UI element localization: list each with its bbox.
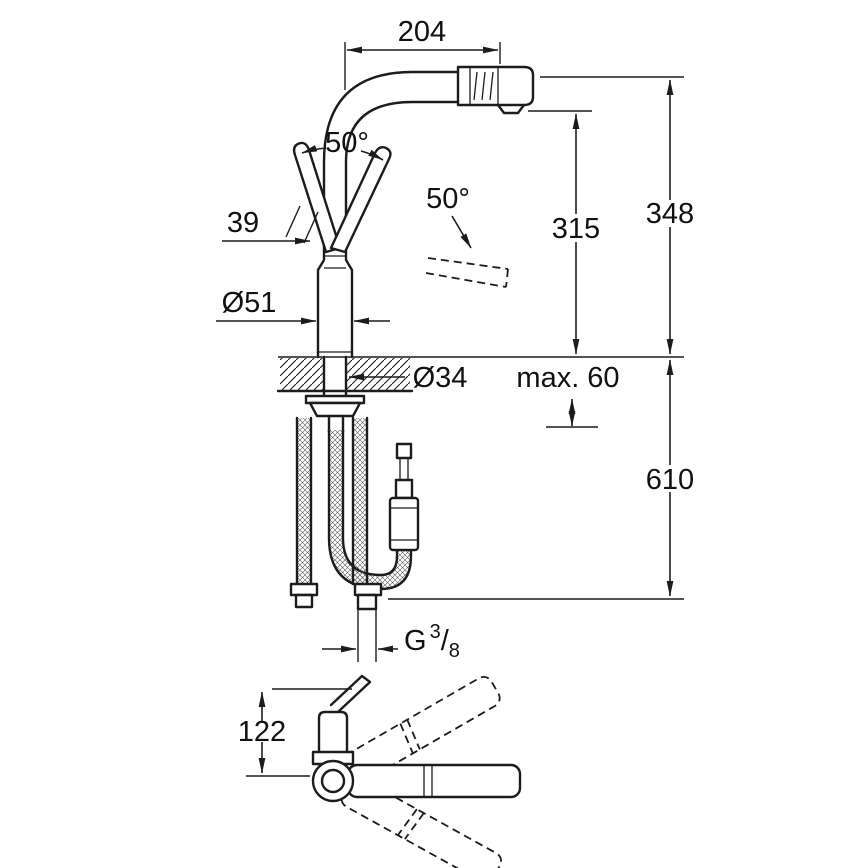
left-hose-thread — [294, 593, 314, 609]
head-up-ticks — [399, 719, 421, 754]
mounting-nut — [308, 401, 362, 418]
dim-34-hole-diameter: Ø34 — [348, 362, 468, 394]
label-204: 204 — [398, 16, 446, 48]
dim-50-swing: 50° — [301, 127, 384, 161]
g38-numerator: 3 — [430, 621, 441, 643]
side-profile-solid — [311, 674, 522, 803]
dim-204-spout-reach: 204 — [344, 16, 501, 90]
left-hose-outline — [295, 416, 313, 586]
g38-slash: / — [441, 625, 450, 657]
shank-lines — [322, 355, 348, 398]
left-hose-fitting — [289, 582, 319, 597]
side-body-column — [317, 710, 349, 764]
side-head-joint-lines — [423, 765, 433, 797]
spray-release-tab — [496, 103, 526, 115]
valve-cap-lines — [390, 507, 418, 541]
label-max-60: max. 60 — [516, 362, 619, 394]
spray-grip-texture — [473, 71, 494, 101]
dim-50-side-swing: 50° — [426, 183, 472, 249]
spray-hose-texture — [329, 430, 411, 589]
counter-hatch-left — [280, 358, 324, 390]
valve-connector — [394, 478, 414, 500]
faucet-body — [316, 65, 535, 359]
valve-stem — [399, 458, 409, 480]
dim-50-arc-left — [301, 144, 327, 154]
head-down-ticks — [397, 808, 425, 840]
spray-head-joints — [457, 67, 499, 105]
swivel-joint-inner — [320, 768, 346, 794]
supply-hoses — [289, 416, 383, 611]
right-hose-outline — [351, 416, 369, 586]
dim-max-60: max. 60 — [516, 362, 620, 428]
g38-letter: G — [404, 625, 427, 657]
dim-348-total-height: 348 — [540, 76, 694, 355]
body-outline-right — [344, 100, 460, 359]
valve-body — [388, 496, 420, 552]
faucet-side-view: 122 — [238, 674, 522, 868]
dim-122-extension-lines — [246, 688, 352, 777]
label-50-top: 50° — [325, 127, 369, 159]
right-hose-thread — [356, 593, 378, 611]
side-spray-head — [346, 763, 522, 799]
lever-position-right — [329, 145, 392, 254]
right-hose-texture — [353, 418, 367, 584]
right-hose-fitting — [353, 582, 383, 597]
hose-connection-lines — [327, 414, 345, 434]
left-hose-texture — [297, 418, 311, 584]
dim-51-body-diameter: Ø51 — [216, 287, 390, 325]
valve-top-piece — [395, 442, 413, 460]
dim-50-arc-right — [360, 149, 384, 161]
label-50-side: 50° — [426, 183, 470, 215]
dim-50-side-leader — [451, 215, 472, 249]
check-valve-assembly — [388, 442, 420, 552]
spray-hose-inner — [341, 428, 399, 577]
lever-position-side-dashed — [425, 257, 509, 288]
label-348: 348 — [646, 198, 694, 230]
faucet-front-view: 204 50° 50° 39 Ø51 Ø34 — [216, 16, 694, 662]
handle-collar-lines — [324, 255, 346, 269]
g38-denominator: 8 — [449, 640, 460, 662]
label-315: 315 — [552, 213, 600, 245]
dim-610-hose-drop: 610 — [388, 359, 694, 600]
dim-204-extension-lines — [344, 42, 501, 90]
dim-g38-extension-lines — [357, 610, 377, 662]
lever-position-left — [292, 141, 342, 254]
mounting-hardware — [304, 355, 366, 434]
body-outline-left — [316, 70, 460, 359]
dim-122-head-height: 122 — [238, 688, 352, 777]
counter-hatch-right — [346, 358, 410, 390]
mounting-washer — [304, 394, 366, 405]
label-122: 122 — [238, 716, 286, 748]
counter-section — [276, 356, 684, 393]
spray-head — [456, 65, 535, 107]
dim-39-handle: 39 — [222, 205, 319, 245]
label-dia-34: Ø34 — [413, 362, 468, 394]
side-lever — [329, 674, 372, 713]
dim-315-height: 315 — [528, 110, 600, 355]
label-610: 610 — [646, 464, 694, 496]
handle-levers — [292, 141, 509, 288]
label-39: 39 — [227, 207, 259, 239]
label-dia-51: Ø51 — [222, 287, 277, 319]
swivel-joint-outer — [311, 759, 355, 803]
